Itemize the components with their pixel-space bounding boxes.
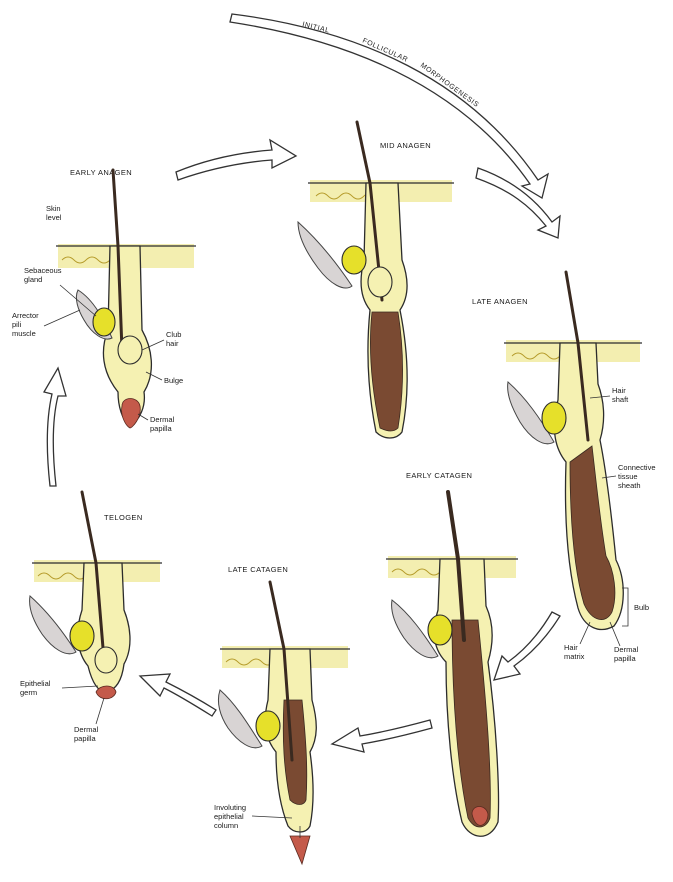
- label-dermal-papilla-early-1: Dermal: [150, 415, 175, 424]
- telogen-follicle: TELOGEN Epithelial germ Dermal papilla: [20, 492, 162, 743]
- label-involuting-2: epithelial: [214, 812, 244, 821]
- label-hair-matrix-1: Hair: [564, 643, 578, 652]
- arrow-late-catagen-to-telogen: [140, 674, 216, 716]
- arrow-late-to-early-catagen: [494, 612, 560, 680]
- label-epithelial-germ-2: germ: [20, 688, 37, 697]
- label-skin-level-1: Skin: [46, 204, 61, 213]
- label-involuting-3: column: [214, 821, 238, 830]
- stage-title-mid-anagen: MID ANAGEN: [380, 141, 431, 150]
- arrow-early-to-late-catagen: [332, 720, 432, 752]
- label-ct-sheath-3: sheath: [618, 481, 641, 490]
- arrow-early-to-mid: [176, 140, 296, 180]
- stage-title-early-anagen: EARLY ANAGEN: [70, 168, 132, 177]
- label-club-hair-2: hair: [166, 339, 179, 348]
- label-hair-shaft-2: shaft: [612, 395, 629, 404]
- label-arrector-1: Arrector: [12, 311, 39, 320]
- label-dermal-papilla-late-1: Dermal: [614, 645, 639, 654]
- label-dermal-papilla-early-2: papilla: [150, 424, 173, 433]
- label-hair-matrix-2: matrix: [564, 652, 585, 661]
- label-ct-sheath-2: tissue: [618, 472, 638, 481]
- label-dermal-papilla-telogen-2: papilla: [74, 734, 97, 743]
- morphogenesis-arrow: [230, 14, 548, 198]
- label-dermal-papilla-late-2: papilla: [614, 654, 637, 663]
- label-ct-sheath-1: Connective: [618, 463, 656, 472]
- label-club-hair-1: Club: [166, 330, 181, 339]
- late-anagen-follicle: LATE ANAGEN Hair shaft Connective tissue…: [472, 272, 656, 663]
- stage-title-late-catagen: LATE CATAGEN: [228, 565, 288, 574]
- label-dermal-papilla-telogen-1: Dermal: [74, 725, 99, 734]
- label-arrector-3: muscle: [12, 329, 36, 338]
- label-skin-level-2: level: [46, 213, 62, 222]
- label-sebaceous-1: Sebaceous: [24, 266, 62, 275]
- label-bulb: Bulb: [634, 603, 649, 612]
- label-involuting-1: Involuting: [214, 803, 246, 812]
- early-catagen-follicle: EARLY CATAGEN: [386, 471, 518, 836]
- label-sebaceous-2: gland: [24, 275, 42, 284]
- stage-title-late-anagen: LATE ANAGEN: [472, 297, 528, 306]
- label-bulge: Bulge: [164, 376, 183, 385]
- late-catagen-follicle: LATE CATAGEN Involuting epithelial colum…: [214, 565, 350, 864]
- early-anagen-follicle: EARLY ANAGEN Skin level Sebaceous gland …: [12, 168, 196, 433]
- stage-title-early-catagen: EARLY CATAGEN: [406, 471, 472, 480]
- stage-title-telogen: TELOGEN: [104, 513, 143, 522]
- mid-anagen-follicle: MID ANAGEN: [298, 122, 454, 438]
- label-arrector-2: pili: [12, 320, 22, 329]
- label-epithelial-germ-1: Epithelial: [20, 679, 51, 688]
- arrow-telogen-to-early: [44, 368, 66, 486]
- label-hair-shaft-1: Hair: [612, 386, 626, 395]
